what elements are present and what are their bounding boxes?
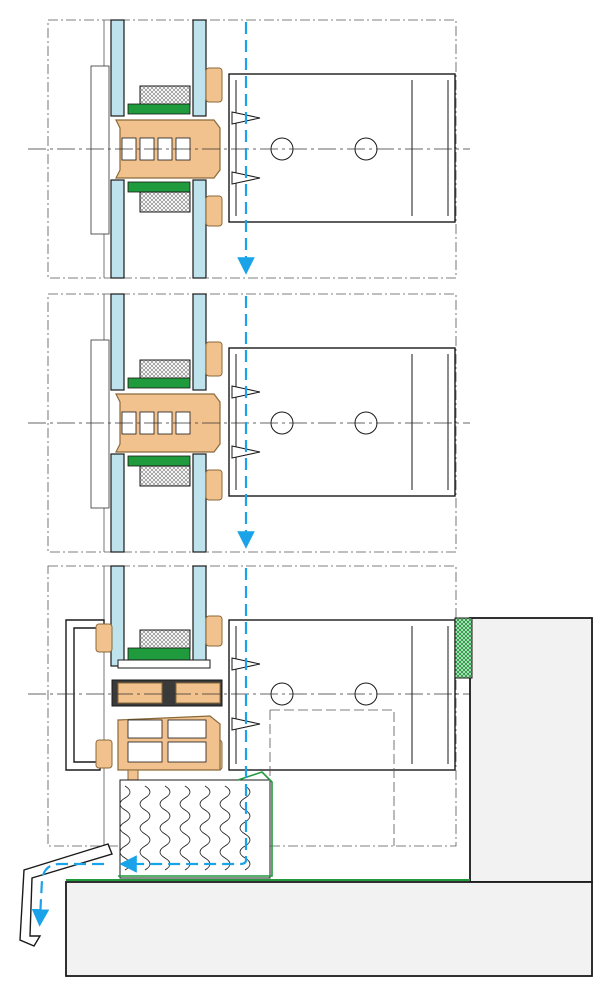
spacer-mesh	[139, 465, 191, 487]
green-seal	[127, 181, 191, 193]
concrete-slab-upper	[469, 617, 593, 883]
outer-glass-pane	[110, 293, 125, 391]
spacer-mesh	[139, 191, 191, 213]
gasket	[205, 195, 223, 227]
gasket	[95, 623, 113, 653]
thermal-insulator	[117, 682, 163, 704]
gasket	[205, 615, 223, 647]
outer-glass-pane	[110, 453, 125, 553]
gasket	[95, 739, 113, 769]
outer-glass-pane	[110, 179, 125, 279]
inner-glass-pane	[192, 19, 207, 117]
drain-arrow	[119, 568, 248, 873]
thermal-insulator	[175, 682, 221, 704]
section-unit-2	[28, 293, 470, 553]
inner-glass-pane	[192, 179, 207, 279]
spacer-mesh	[139, 359, 191, 381]
mullion-profile	[228, 73, 456, 223]
green-seal	[127, 647, 191, 661]
cover-plate	[90, 65, 110, 235]
outer-glass-pane	[110, 19, 125, 117]
inner-glass-pane	[192, 453, 207, 553]
concrete-slab-lower	[65, 881, 593, 977]
gasket	[205, 67, 223, 103]
insulation-zigzag	[119, 785, 251, 871]
section-unit-3	[19, 565, 593, 977]
green-seal	[127, 103, 191, 115]
green-backer-rod	[454, 617, 473, 679]
gasket	[205, 469, 223, 501]
cover-plate	[90, 339, 110, 509]
insulator-cells	[127, 719, 207, 763]
spacer-mesh	[139, 85, 191, 107]
glass-base	[117, 659, 211, 669]
drain-arrow	[31, 862, 104, 927]
spacer-mesh	[139, 629, 191, 651]
green-seal	[127, 377, 191, 389]
section-unit-1	[28, 19, 470, 279]
sill-cover-profile	[65, 619, 105, 771]
membrane-wrap	[118, 771, 273, 877]
gasket	[205, 341, 223, 377]
inner-glass-pane	[192, 565, 207, 667]
mullion-profile	[228, 347, 456, 497]
drip-flashing	[19, 843, 113, 947]
green-seal	[127, 455, 191, 467]
inner-glass-pane	[192, 293, 207, 391]
hidden-outline	[270, 709, 395, 846]
mullion-profile	[228, 619, 456, 771]
outer-glass-pane	[110, 565, 125, 667]
